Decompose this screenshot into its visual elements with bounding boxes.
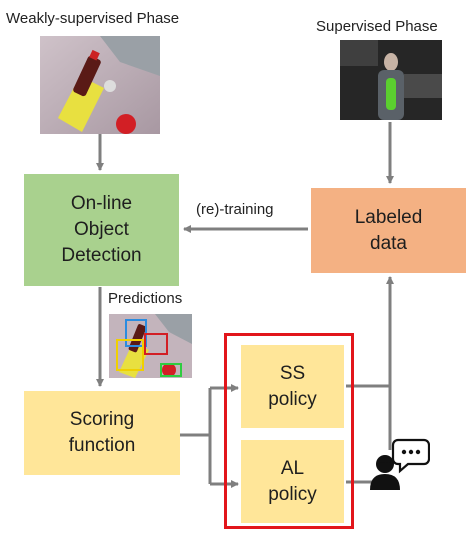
scoring-line-2: function <box>68 435 136 456</box>
al-policy-box: AL policy <box>241 440 344 523</box>
ss-policy-box: SS policy <box>241 345 344 428</box>
detection-line-1: On-line <box>70 193 133 214</box>
policy-highlight-frame <box>224 333 354 529</box>
ss-line-2: policy <box>268 388 317 410</box>
human-annotator-icon <box>368 434 431 492</box>
scoring-function-box: Scoring function <box>24 391 180 475</box>
weakly-supervised-image <box>40 36 160 134</box>
labeled-line-2: data <box>370 232 407 254</box>
retraining-label: (re)-training <box>196 201 274 218</box>
detection-line-2: Object <box>74 219 129 240</box>
labeled-line-1: Labeled <box>354 206 423 228</box>
online-object-detection-box: On-line Object Detection <box>24 174 179 286</box>
supervised-phase-label: Supervised Phase <box>316 18 438 35</box>
predictions-image <box>109 314 192 378</box>
detection-line-3: Detection <box>61 245 142 266</box>
al-line-1: AL <box>280 457 305 479</box>
predictions-label: Predictions <box>108 290 183 307</box>
al-line-2: policy <box>268 483 317 505</box>
scoring-line-1: Scoring <box>69 409 135 430</box>
ss-line-1: SS <box>279 362 306 384</box>
weakly-supervised-phase-label: Weakly-supervised Phase <box>6 10 180 27</box>
supervised-image <box>340 40 442 120</box>
labeled-data-box: Labeled data <box>311 188 466 273</box>
